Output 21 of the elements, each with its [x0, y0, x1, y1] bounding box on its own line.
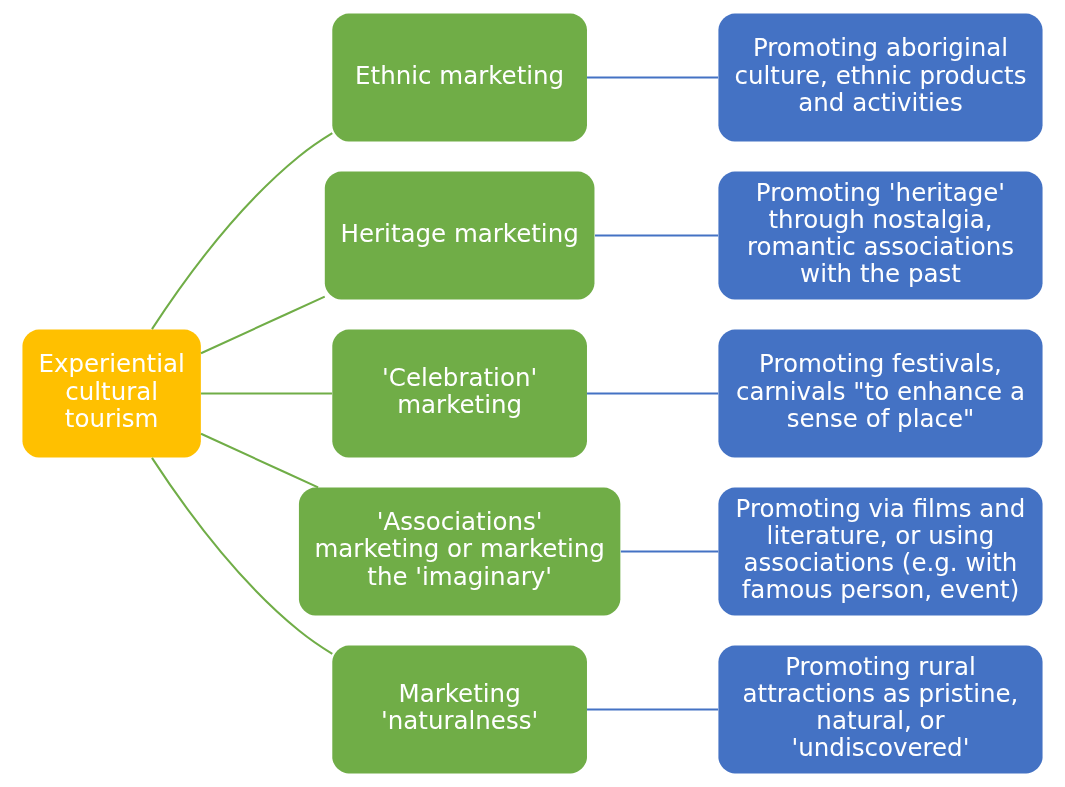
connector: [587, 708, 719, 711]
node-box: Heritage marketing: [324, 171, 595, 300]
connector: [201, 392, 332, 395]
connector: [200, 295, 326, 355]
node-box: Ethnic marketing: [332, 13, 587, 142]
node-box: Promoting via films and literature, or using associations (e.g. with famous person, event): [718, 487, 1043, 616]
node-box: Experiential cultural tourism: [22, 329, 201, 458]
connector: [200, 432, 319, 489]
connector: [587, 392, 719, 395]
connector: [151, 457, 333, 655]
node-box: Promoting festivals, carnivals "to enhance a sense of place": [718, 329, 1043, 458]
connector: [587, 76, 719, 79]
connector: [151, 132, 333, 330]
node-box: Promoting 'heritage' through nostalgia, romantic associations with the past: [718, 171, 1043, 300]
connector: [595, 234, 719, 237]
node-box: Marketing 'naturalness': [332, 645, 587, 774]
node-box: 'Celebration' marketing: [332, 329, 587, 458]
node-box: Promoting aboriginal culture, ethnic products and activities: [718, 13, 1043, 142]
node-box: Promoting rural attractions as pristine, natural, or 'undiscovered': [718, 645, 1043, 774]
connector: [620, 550, 719, 553]
node-box: 'Associations' marketing or marketing the 'imaginary': [298, 487, 621, 616]
